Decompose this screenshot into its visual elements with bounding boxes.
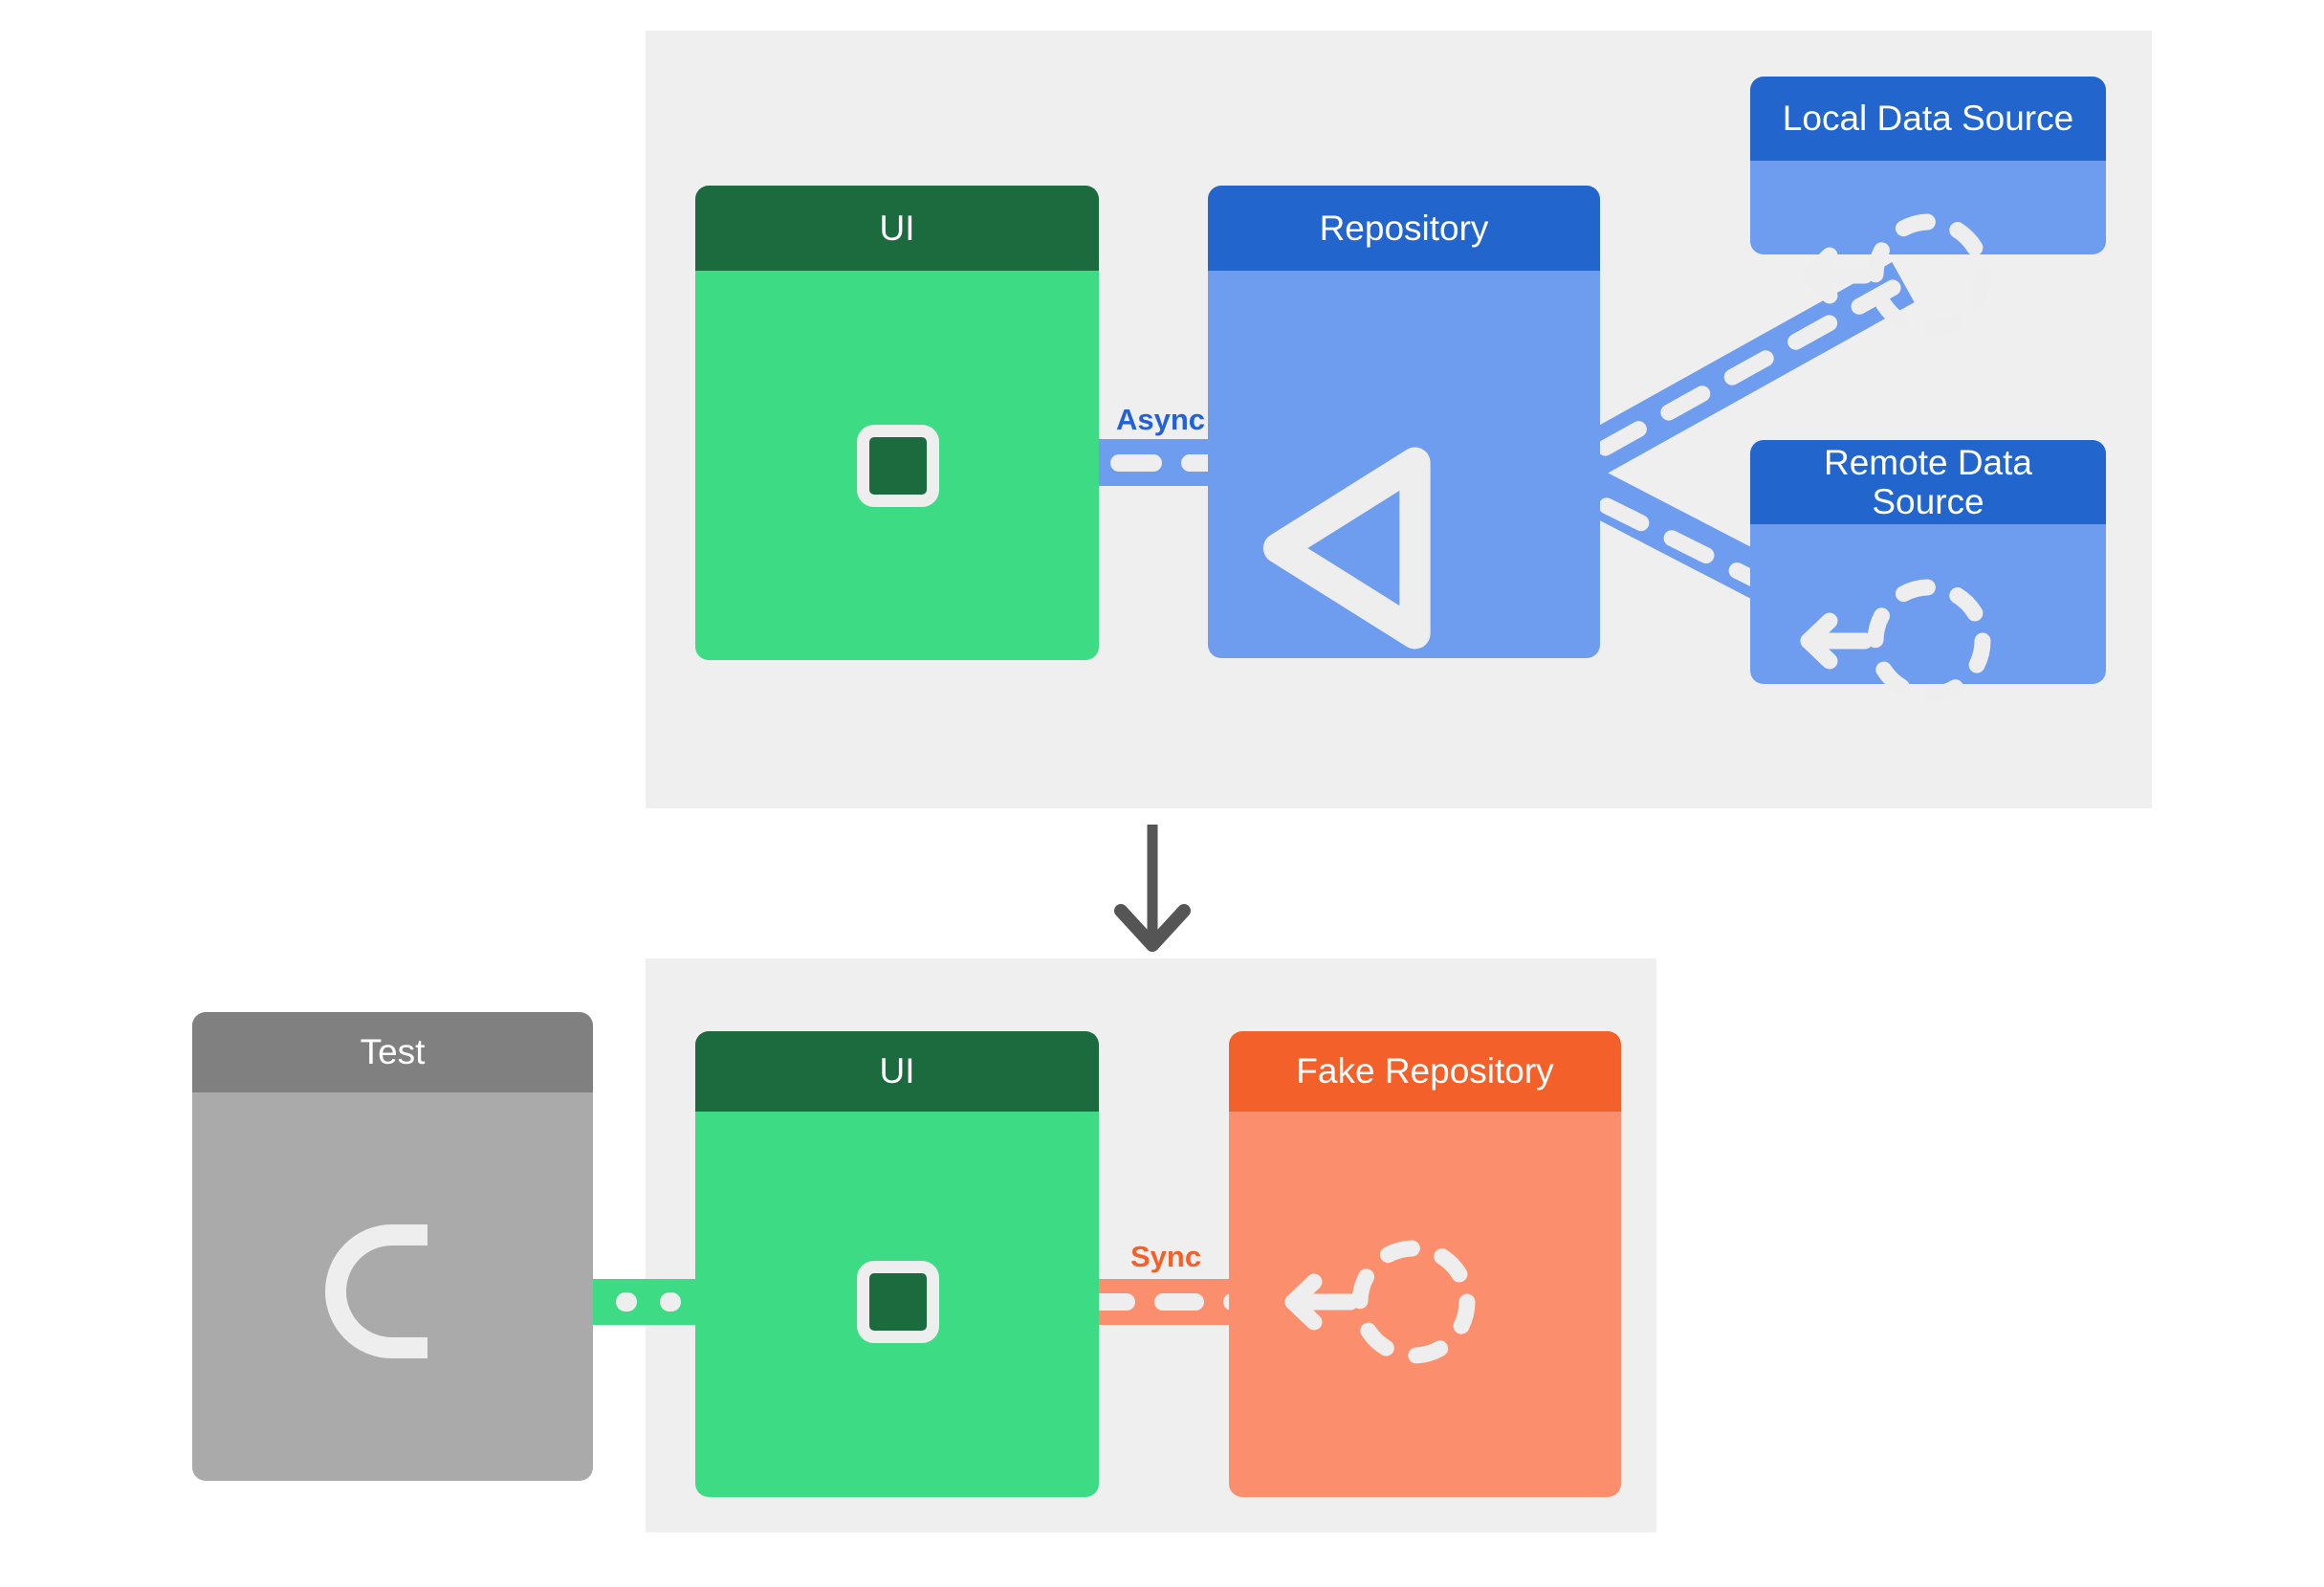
node-ui-production-header: UI (695, 186, 1099, 271)
node-repository-label: Repository (1319, 208, 1489, 248)
node-ui-production-label: UI (879, 208, 915, 248)
node-ui-production[interactable]: UI (695, 186, 1099, 660)
node-test-label: Test (360, 1032, 426, 1072)
node-local-data-source[interactable]: Local Data Source (1750, 77, 2106, 254)
node-remote-data-source[interactable]: Remote Data Source (1750, 440, 2106, 684)
node-test-body (192, 1092, 593, 1481)
node-test-header: Test (192, 1012, 593, 1092)
required-interface-port-icon-test (857, 1261, 939, 1343)
node-ui-test-label: UI (879, 1051, 915, 1091)
node-remote-data-source-header: Remote Data Source (1750, 440, 2106, 524)
section-transition-arrow-icon (1114, 825, 1191, 952)
provided-interface-triangle-icon (1262, 447, 1431, 650)
node-repository-header: Repository (1208, 186, 1600, 271)
connection-label-sync: Sync (1130, 1240, 1202, 1273)
node-fake-repository-header: Fake Repository (1229, 1031, 1621, 1112)
node-remote-data-source-label: Remote Data Source (1824, 442, 2032, 521)
node-ui-test-header: UI (695, 1031, 1099, 1112)
node-fake-repository-body (1229, 1112, 1621, 1497)
connection-label-async: Async (1116, 403, 1206, 436)
node-local-data-source-label: Local Data Source (1782, 99, 2074, 139)
node-local-data-source-header: Local Data Source (1750, 77, 2106, 161)
node-repository-body (1208, 271, 1600, 658)
node-fake-repository-label: Fake Repository (1296, 1051, 1554, 1091)
required-interface-port-icon (857, 425, 939, 507)
node-remote-data-source-body (1750, 524, 2106, 684)
node-test[interactable]: Test (192, 1012, 593, 1481)
node-repository[interactable]: Repository (1208, 186, 1600, 658)
node-fake-repository[interactable]: Fake Repository (1229, 1031, 1621, 1497)
node-local-data-source-body (1750, 161, 2106, 254)
